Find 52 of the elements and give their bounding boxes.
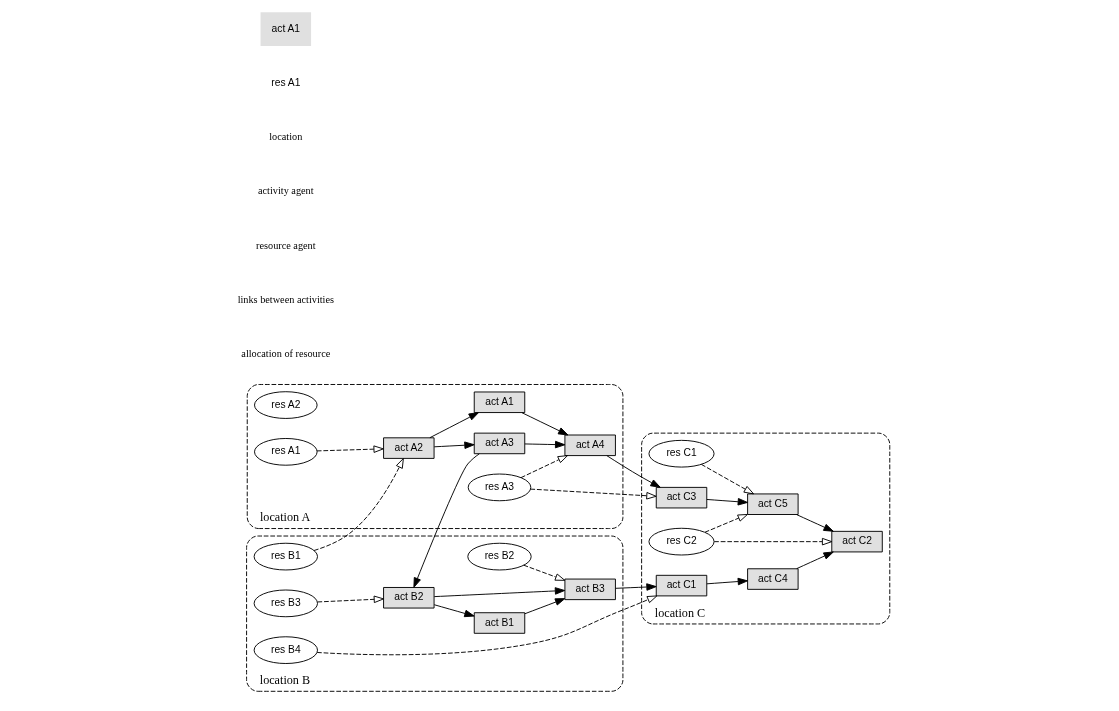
node-box: act A3	[473, 432, 526, 455]
legend-label: allocation of resource	[241, 348, 331, 360]
arrow	[796, 551, 834, 570]
label: act A1	[271, 22, 301, 34]
arrow	[433, 441, 475, 449]
arrow	[700, 463, 755, 495]
arrow	[713, 537, 833, 546]
arrow	[316, 595, 658, 656]
legend-label: links between activities	[237, 293, 334, 305]
node-ellipse: res A2	[254, 391, 318, 419]
arrow	[433, 587, 566, 598]
node-ellipse: res B4	[253, 636, 318, 664]
node-ellipse: res C1	[648, 439, 715, 468]
node-ellipse: res B3	[253, 589, 318, 618]
node-box: act A2	[383, 437, 435, 459]
node-box: act C5	[747, 493, 799, 515]
arrow	[520, 455, 568, 479]
arrow	[706, 498, 748, 506]
node-box: act C4	[747, 568, 799, 590]
arrow	[524, 440, 566, 449]
arrow	[413, 453, 480, 588]
legend-label: resource agent	[256, 239, 316, 251]
node-ellipse: res C2	[648, 527, 715, 556]
arrow	[706, 577, 748, 586]
node-box: act B1	[473, 612, 526, 634]
arrow	[530, 488, 657, 500]
arrow	[317, 595, 385, 604]
node-ellipse: res A1	[254, 438, 318, 466]
arrow	[606, 455, 661, 488]
node-box: act B2	[383, 587, 435, 609]
arrow	[433, 604, 475, 618]
label: res A1	[271, 76, 301, 88]
node-ellipse: res B1	[253, 542, 318, 571]
node-box: act C3	[655, 486, 708, 509]
node-box: act C1	[655, 574, 708, 597]
arrow	[523, 564, 566, 581]
arrow	[521, 412, 569, 436]
arrow	[429, 412, 479, 439]
arrow	[796, 514, 834, 532]
arrow	[615, 583, 657, 591]
node-box: act A4	[564, 434, 616, 457]
arrow	[524, 598, 566, 615]
arrow	[704, 514, 748, 533]
arrow	[316, 445, 384, 453]
node-box: act A1	[473, 391, 526, 414]
node-ellipse: res B2	[467, 542, 532, 571]
node-ellipse: res A3	[467, 473, 532, 502]
node-box: act C2	[831, 530, 883, 553]
arrow	[313, 458, 404, 551]
legend-label: activity agent	[258, 185, 314, 197]
node-box: act B3	[564, 578, 616, 601]
legend-label: location	[269, 131, 303, 143]
